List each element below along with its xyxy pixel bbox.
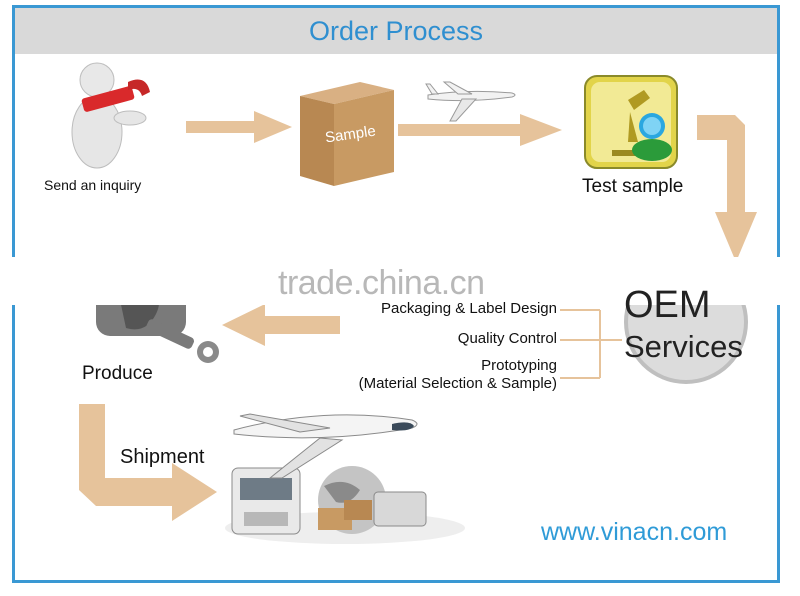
website-link[interactable]: www.vinacn.com xyxy=(541,518,728,546)
step-label-produce: Produce xyxy=(82,363,153,384)
sample-box-icon xyxy=(300,82,394,186)
oem-item-quality: Quality Control xyxy=(457,330,557,347)
arrow-test-to-oem xyxy=(697,115,757,262)
page-title: Order Process xyxy=(308,16,484,46)
oem-bracket-lines xyxy=(560,309,622,379)
arrow-inquiry-to-sample xyxy=(186,111,292,143)
step-label-send-inquiry: Send an inquiry xyxy=(44,177,142,193)
shipment-illustration-icon xyxy=(225,413,465,544)
watermark-stripe xyxy=(0,257,800,305)
arrow-sample-to-test xyxy=(398,114,562,146)
step-label-shipment: Shipment xyxy=(120,446,205,468)
oem-item-prototyping: Prototyping xyxy=(481,357,557,374)
oem-label-line1: OEM xyxy=(624,284,711,326)
oem-label-line2: Services xyxy=(624,329,743,364)
oem-item-material: (Material Selection & Sample) xyxy=(358,375,557,392)
arrow-oem-to-produce xyxy=(222,304,340,346)
oem-item-packaging: Packaging & Label Design xyxy=(381,300,557,317)
person-inquiry-icon xyxy=(71,62,150,169)
test-sample-icon xyxy=(584,75,678,169)
step-label-test-sample: Test sample xyxy=(582,176,684,197)
small-airplane-icon xyxy=(425,81,516,122)
header-bar xyxy=(15,8,777,54)
arrow-produce-to-shipment xyxy=(79,404,217,521)
watermark-text: trade.china.cn xyxy=(278,264,485,302)
